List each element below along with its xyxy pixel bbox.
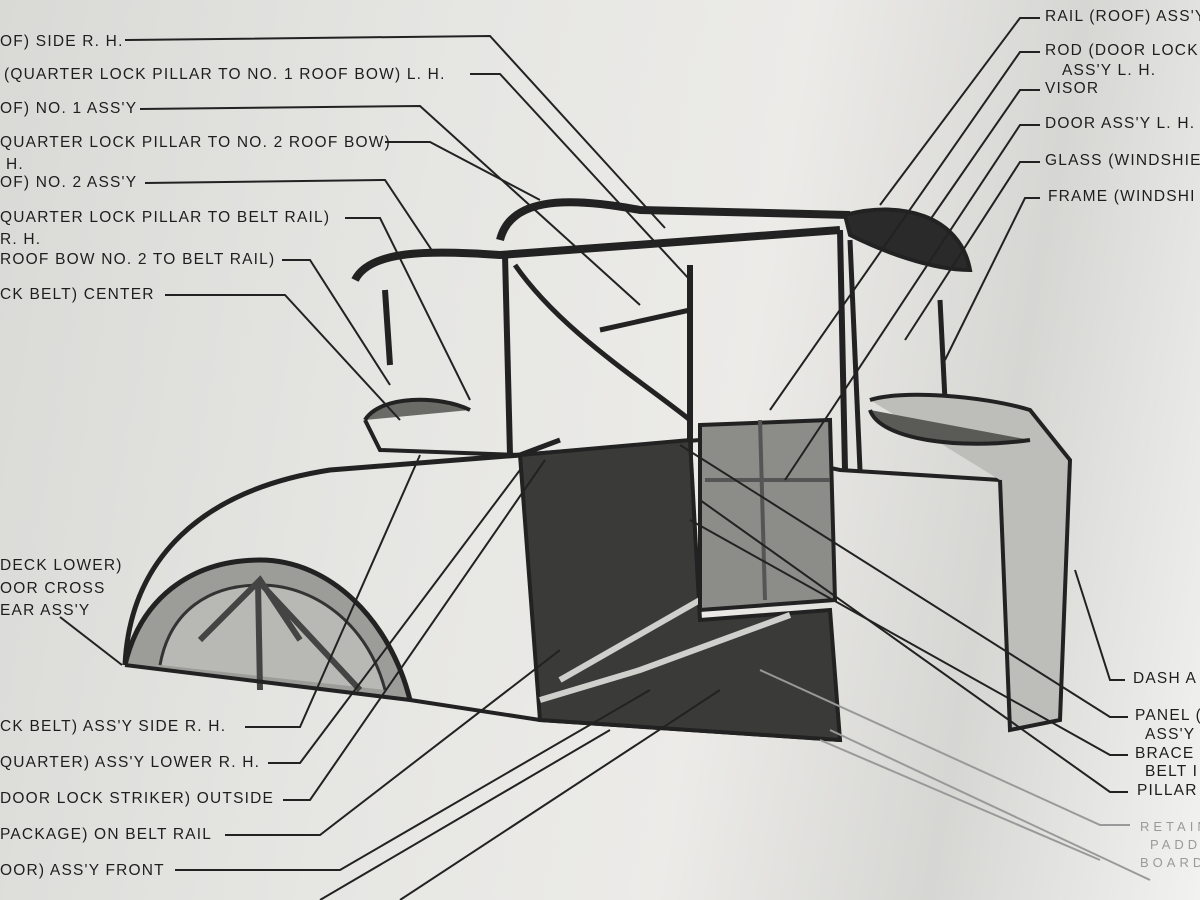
label-retainer-line3: BOARD	[1140, 855, 1200, 870]
label-rod-door-lock-line2: ASS'Y L. H.	[1062, 62, 1157, 79]
label-deck-lower-line2: OOR CROSS	[0, 580, 106, 597]
label-quarter-pillar-bow2: QUARTER LOCK PILLAR TO NO. 2 ROOF BOW)	[0, 134, 391, 151]
label-quarter-pillar-belt-rail-line2: R. H.	[0, 231, 42, 248]
label-back-belt-center: CK BELT) CENTER	[0, 286, 155, 303]
label-roof-side-rh: OF) SIDE R. H.	[0, 33, 124, 50]
label-visor: VISOR	[1045, 80, 1100, 97]
leader-lines	[59, 17, 1151, 900]
label-roof-bow-no2: OF) NO. 2 ASS'Y	[0, 174, 138, 191]
label-glass-windshield: GLASS (WINDSHIE	[1045, 152, 1200, 169]
label-deck-lower-line3: EAR ASS'Y	[0, 602, 91, 619]
car-body-drawing	[122, 198, 1073, 743]
label-door-lh: DOOR ASS'Y L. H.	[1045, 115, 1196, 132]
label-roof-bow-belt-rail: ROOF BOW NO. 2 TO BELT RAIL)	[0, 251, 276, 268]
label-quarter-lower-rh: QUARTER) ASS'Y LOWER R. H.	[0, 754, 261, 771]
label-rail-roof: RAIL (ROOF) ASS'Y	[1045, 8, 1200, 25]
label-package-belt-rail: PACKAGE) ON BELT RAIL	[0, 826, 213, 843]
label-panel-line2: ASS'Y	[1145, 726, 1196, 743]
label-roof-bow-no1: OF) NO. 1 ASS'Y	[0, 100, 138, 117]
label-rod-door-lock: ROD (DOOR LOCK	[1045, 42, 1199, 59]
label-frame-windshield: FRAME (WINDSHI	[1048, 188, 1196, 205]
label-brace: BRACE (	[1135, 745, 1200, 762]
label-panel: PANEL (	[1135, 707, 1200, 724]
label-pillar: PILLAR	[1137, 782, 1198, 799]
label-quarter-pillar-bow1: (QUARTER LOCK PILLAR TO NO. 1 ROOF BOW) …	[4, 66, 446, 83]
label-retainer: RETAIN	[1140, 819, 1200, 834]
label-back-belt-side-rh: CK BELT) ASS'Y SIDE R. H.	[0, 718, 227, 735]
label-retainer-line2: PADD	[1150, 837, 1200, 852]
label-quarter-pillar-belt-rail: QUARTER LOCK PILLAR TO BELT RAIL)	[0, 209, 331, 226]
label-brace-line2: BELT I	[1145, 763, 1199, 780]
label-dash: DASH A	[1133, 670, 1198, 687]
label-deck-lower: DECK LOWER)	[0, 557, 123, 574]
label-floor-front: OOR) ASS'Y FRONT	[0, 862, 165, 879]
label-quarter-pillar-bow2-line2: H.	[6, 156, 24, 173]
label-door-lock-striker: DOOR LOCK STRIKER) OUTSIDE	[0, 790, 275, 807]
